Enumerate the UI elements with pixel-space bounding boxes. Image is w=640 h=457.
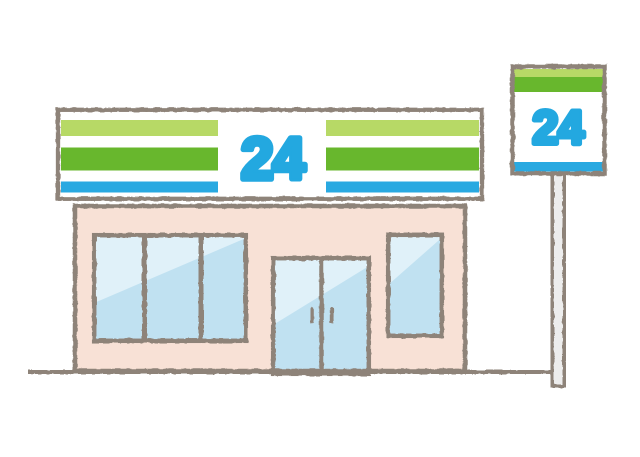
svg-text:24: 24 [532,101,584,154]
svg-text:24: 24 [241,126,306,192]
